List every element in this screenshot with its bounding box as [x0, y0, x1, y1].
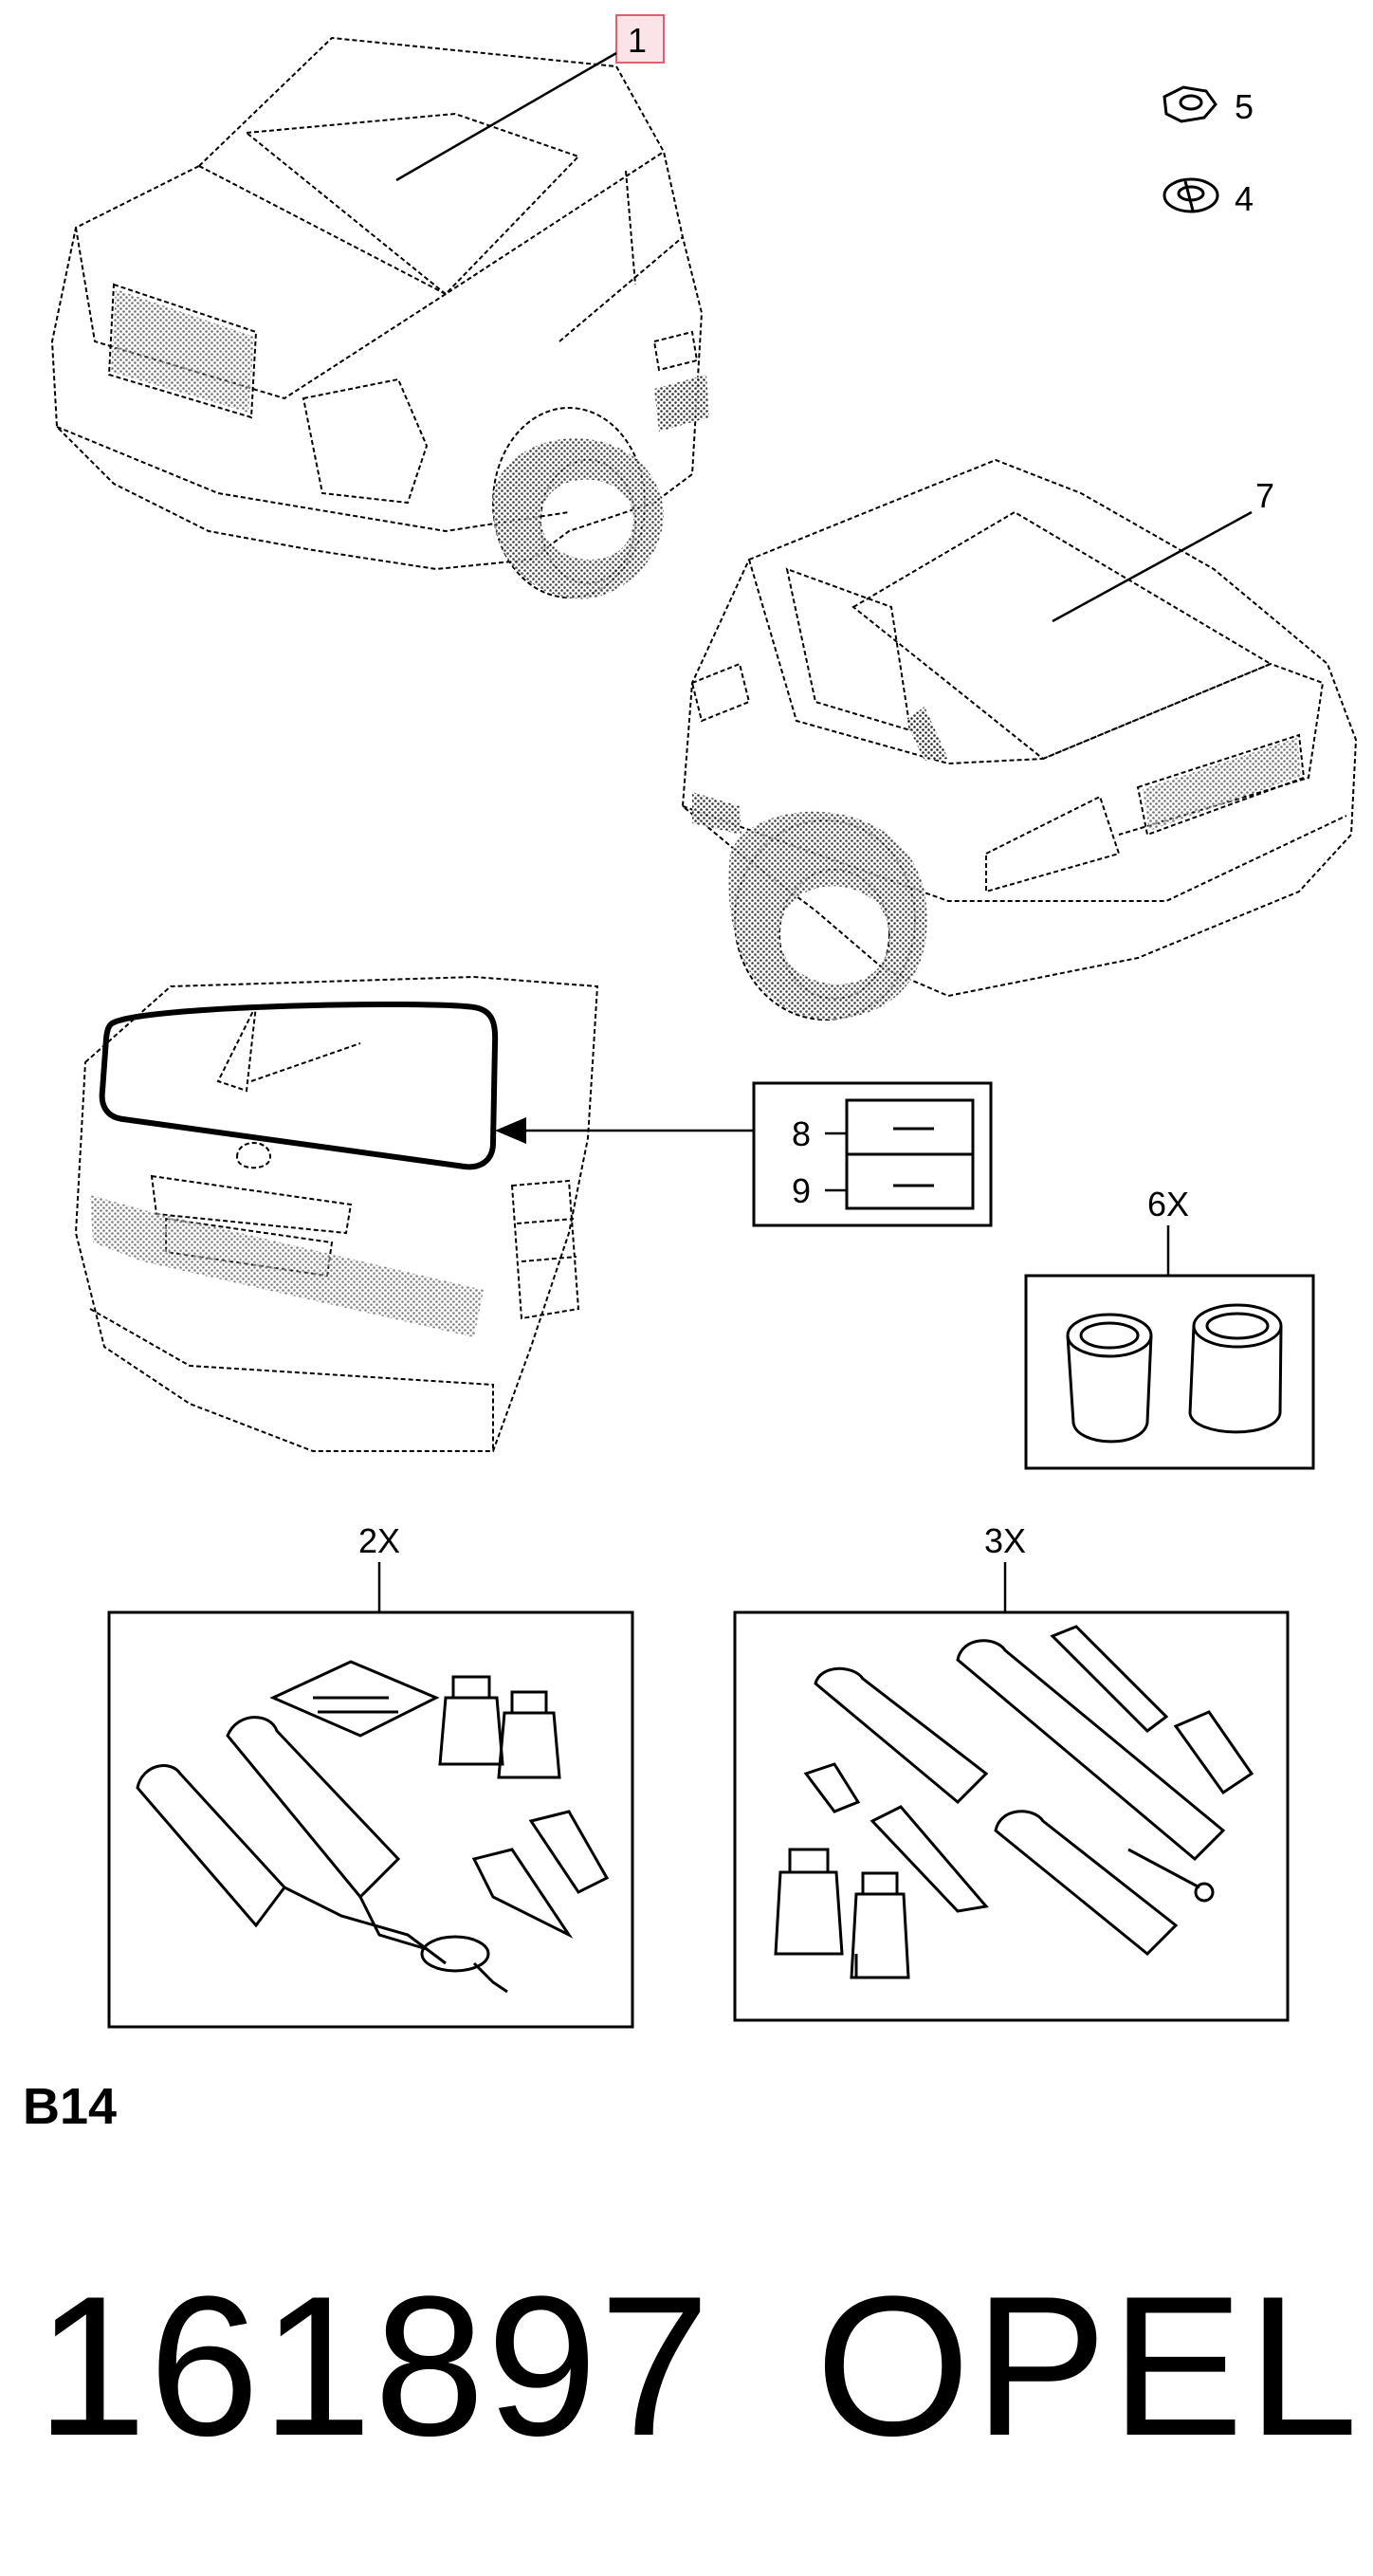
adhesive-kit-box[interactable]: 2X — [107, 1521, 634, 2029]
callout-8-9-arrowhead — [495, 1117, 526, 1144]
callout-7-leader — [1052, 510, 1253, 623]
estate-tailgate-illustration — [74, 975, 599, 1452]
cartridge-pair-icon — [136, 1716, 508, 1994]
callout-8-9-frame — [752, 1081, 993, 1227]
cartridge-kit-box[interactable]: 3X — [733, 1521, 1290, 2022]
sleeves-frame — [1024, 1274, 1315, 1470]
sleeve-icon — [1066, 1313, 1153, 1444]
primer-bottle-icon — [774, 1848, 910, 1979]
nozzle-icon — [471, 1810, 610, 1939]
hatchback-pillar-shading — [906, 707, 948, 761]
callout-1-leader — [395, 51, 617, 182]
brand-name: OPEL — [815, 2254, 1363, 2477]
callout-8-label: 8 — [792, 1114, 811, 1153]
rear-window-seal — [99, 1001, 499, 1170]
quantity-2x-label: 2X — [358, 1521, 400, 1560]
nozzle-icon — [803, 1625, 1254, 1913]
cartridge-icon — [814, 1639, 1226, 1957]
sleeve-icon — [1188, 1303, 1283, 1434]
hatchback-side-trim-shading — [692, 792, 741, 835]
estate-bumper-shading — [90, 1195, 484, 1337]
callout-1-highlight-box — [615, 14, 665, 64]
hatchback-licence-plate-shading — [1143, 738, 1301, 831]
callout-1-label: 1 — [628, 21, 647, 60]
adhesive-kit-frame — [107, 1610, 634, 2029]
callout-7-label[interactable]: 7 — [1255, 476, 1274, 515]
callout-8-9-box[interactable]: 8 9 — [752, 1081, 993, 1227]
applicator-pad-icon — [269, 1660, 440, 1738]
primer-bottle-icon — [438, 1675, 561, 1779]
cartridge-kit-frame — [733, 1610, 1290, 2022]
callout-5-label[interactable]: 5 — [1235, 87, 1254, 126]
sedan-licence-plate-shading — [111, 289, 254, 413]
quantity-3x-label: 3X — [984, 1521, 1026, 1560]
sleeves-box[interactable]: 6X — [1024, 1185, 1315, 1470]
part-number: 161897 — [36, 2254, 712, 2477]
hatchback-wheel-shading — [728, 811, 927, 1020]
section-code: B14 — [23, 2078, 118, 2135]
item-9-cell — [845, 1152, 975, 1210]
hatchback-rear-illustration — [681, 458, 1358, 1021]
nut-icon — [1162, 85, 1217, 123]
quantity-6x-label: 6X — [1147, 1185, 1189, 1224]
sedan-wheel-shading — [492, 438, 664, 599]
callout-9-label: 9 — [792, 1171, 811, 1210]
callout-1[interactable]: 1 — [395, 14, 665, 182]
sedan-side-trim-shading — [654, 375, 709, 432]
lock-washer-icon — [1162, 177, 1219, 213]
callout-4-label[interactable]: 4 — [1235, 179, 1254, 218]
